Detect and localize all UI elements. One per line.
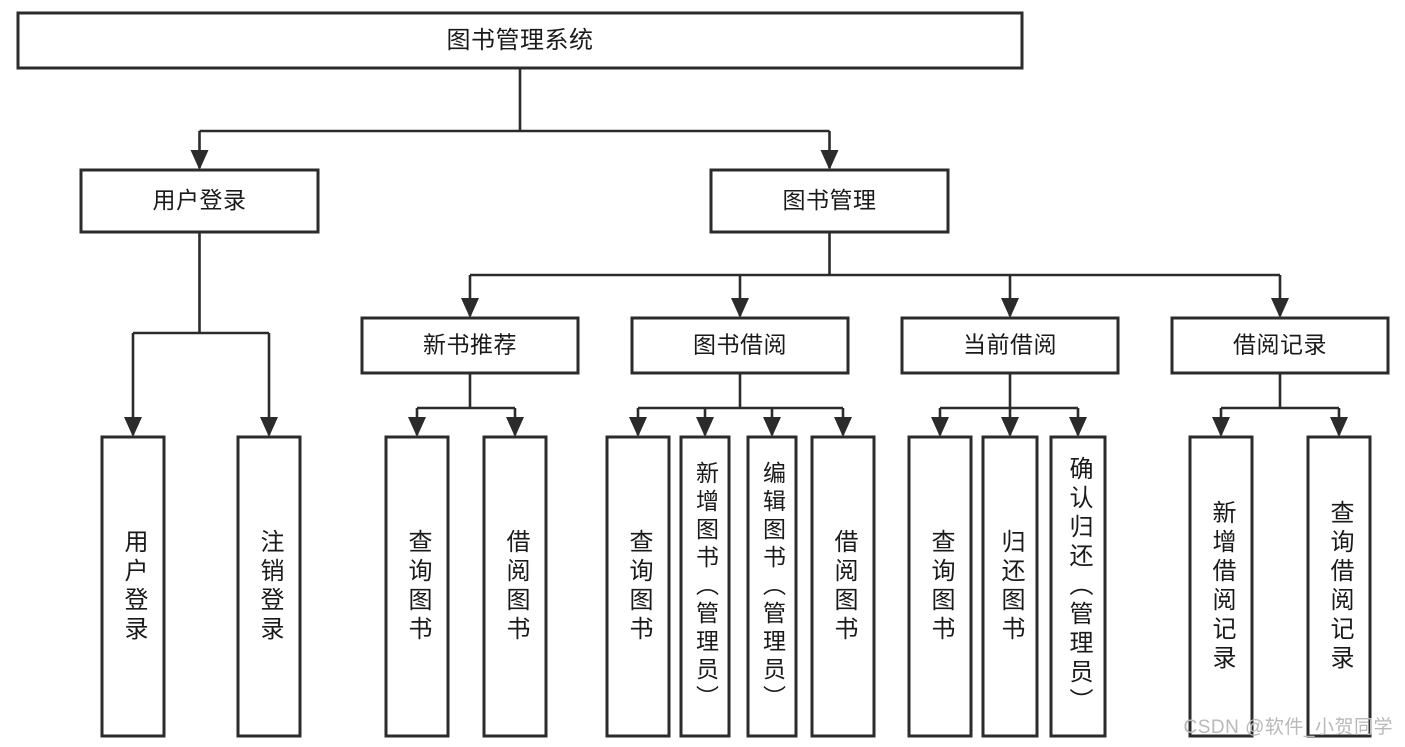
arrow-to-leaf-borrow-book-2-icon — [834, 417, 852, 437]
node-book-manage-label: 图书管理 — [783, 187, 877, 213]
leaf-leaf-edit-book-box[interactable] — [746, 435, 798, 738]
arrow-to-leaf-logout-icon — [260, 417, 278, 437]
node-book-borrow-box[interactable] — [630, 316, 850, 375]
arrow-to-leaf-add-record-icon — [1212, 417, 1230, 437]
leaf-leaf-query-book-1-box[interactable] — [384, 435, 450, 738]
arrow-to-user-login-icon — [190, 150, 209, 170]
connector-layer — [124, 68, 1348, 437]
arrow-to-new-book-recommend-icon — [461, 298, 479, 318]
arrow-to-leaf-query-book-3-icon — [931, 417, 949, 437]
arrow-to-leaf-borrow-book-1-icon — [506, 417, 524, 437]
node-current-borrow-box[interactable] — [900, 316, 1120, 375]
node-current-borrow-label: 当前借阅 — [963, 332, 1057, 358]
node-book-borrow-label: 图书借阅 — [693, 332, 787, 358]
leaf-leaf-borrow-book-2-box[interactable] — [810, 435, 876, 738]
leaf-leaf-add-record-box[interactable] — [1188, 435, 1254, 738]
arrow-to-book-borrow-icon — [731, 298, 749, 318]
node-new-book-recommend-box[interactable] — [360, 316, 580, 375]
leaf-leaf-query-book-2-box[interactable] — [605, 435, 671, 738]
node-root-label: 图书管理系统 — [447, 27, 594, 54]
node-book-manage-box[interactable] — [709, 168, 950, 234]
leaf-leaf-logout-box[interactable] — [236, 435, 302, 738]
arrow-to-borrow-record-icon — [1271, 298, 1289, 318]
leaf-leaf-borrow-book-1-box[interactable] — [482, 435, 548, 738]
arrow-to-leaf-confirm-return-icon — [1069, 417, 1087, 437]
leaf-leaf-add-book-box[interactable] — [679, 435, 731, 738]
node-new-book-recommend-label: 新书推荐 — [423, 332, 517, 358]
arrow-to-leaf-return-book-icon — [1001, 417, 1019, 437]
leaf-leaf-user-login-box[interactable] — [100, 435, 166, 738]
leaf-leaf-query-record-box[interactable] — [1306, 435, 1372, 738]
leaf-leaf-query-book-3-box[interactable] — [907, 435, 973, 738]
arrow-to-leaf-query-record-icon — [1330, 417, 1348, 437]
arrow-to-leaf-add-book-icon — [696, 417, 714, 437]
node-user-login-label: 用户登录 — [153, 187, 247, 213]
node-root-box[interactable] — [16, 11, 1024, 70]
node-user-login-box[interactable] — [79, 168, 320, 234]
arrow-to-leaf-user-login-icon — [124, 417, 142, 437]
arrow-to-leaf-query-book-2-icon — [629, 417, 647, 437]
arrow-to-leaf-edit-book-icon — [763, 417, 781, 437]
arrow-to-book-manage-icon — [820, 150, 839, 170]
node-borrow-record-box[interactable] — [1170, 316, 1390, 375]
arrow-to-current-borrow-icon — [1001, 298, 1019, 318]
leaf-leaf-confirm-return-box[interactable] — [1049, 435, 1107, 738]
leaf-leaf-return-book-box[interactable] — [981, 435, 1039, 738]
arrow-to-leaf-query-book-1-icon — [408, 417, 426, 437]
node-borrow-record-label: 借阅记录 — [1233, 332, 1327, 358]
